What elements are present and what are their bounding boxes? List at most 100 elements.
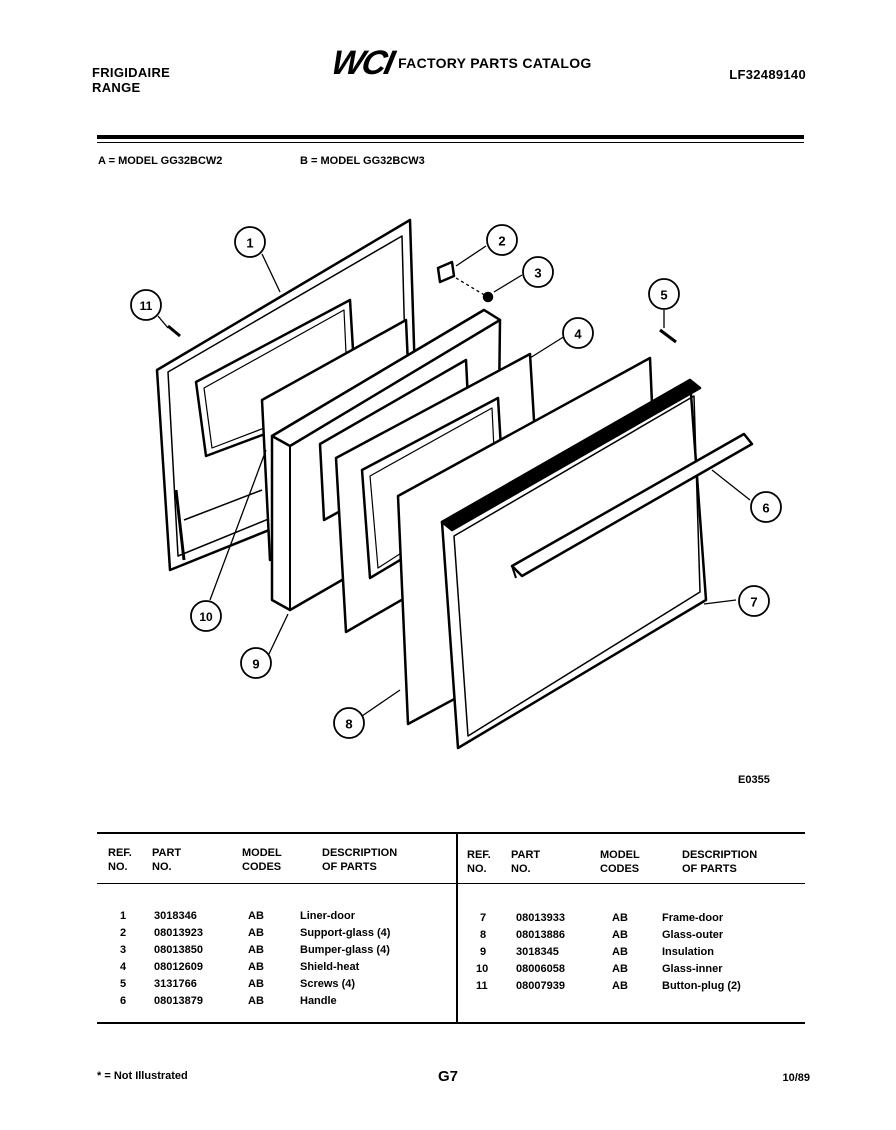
text-cell: Screws (4) [300, 978, 356, 990]
text-cell: AB [248, 978, 264, 990]
callout-6: 6 [750, 491, 782, 523]
text-cell: AB [248, 944, 264, 956]
text-cell: 11 [476, 980, 488, 992]
text-cell: 08013923 [154, 927, 203, 939]
page-number: G7 [438, 1068, 459, 1085]
text-cell: PART [152, 847, 182, 859]
header-part-no-right: PART NO. [511, 848, 540, 876]
callout-11-label: 11 [140, 299, 153, 313]
callout-6-label: 6 [762, 501, 769, 516]
text-cell: Support-glass (4) [300, 927, 391, 939]
text-cell: AB [612, 946, 628, 958]
text-cell: CODES [242, 861, 282, 873]
button-plug-part [167, 324, 181, 338]
text-cell: Shield-heat [300, 961, 360, 973]
text-cell: 3018346 [154, 910, 197, 922]
text-cell: AB [248, 995, 264, 1007]
callout-9-label: 9 [252, 657, 259, 672]
text-cell: MODEL [242, 847, 282, 859]
text-cell: OF PARTS [682, 863, 737, 875]
callout-7: 7 [738, 585, 770, 617]
text-cell: REF. [467, 849, 491, 861]
callout-8: 8 [333, 707, 365, 739]
text-cell: 7 [480, 912, 487, 924]
text-cell: Handle [300, 995, 337, 1007]
table-top-rule [97, 832, 805, 834]
text-cell: 10 [476, 963, 489, 975]
text-cell: Button-plug (2) [662, 980, 741, 992]
text-cell: AB [612, 929, 628, 941]
text-cell: 9 [480, 946, 487, 958]
header-model-codes-left: MODEL CODES [242, 846, 282, 874]
exploded-door-diagram: 1 2 3 4 5 6 7 8 9 10 11 [130, 218, 782, 750]
brand-name: FRIGIDAIRE [92, 65, 171, 80]
callout-9: 9 [240, 647, 272, 679]
callout-1: 1 [234, 226, 266, 258]
callout-10-label: 10 [199, 610, 213, 624]
callout-7-label: 7 [750, 595, 757, 610]
brand-block: FRIGIDAIRE RANGE [92, 65, 170, 95]
callout-2-label: 2 [498, 234, 505, 249]
model-a-label: A = MODEL GG32BCW2 [98, 155, 223, 167]
text-cell: NO. [152, 861, 172, 873]
callout-4: 4 [562, 317, 594, 349]
text-cell: AB [612, 963, 628, 975]
text-cell: AB [612, 912, 628, 924]
text-cell: 08013886 [516, 929, 565, 941]
support-glass-part [436, 260, 456, 284]
text-cell: 1 [120, 910, 127, 922]
catalog-title: FACTORY PARTS CATALOG [398, 55, 592, 71]
text-cell: PART [511, 849, 541, 861]
text-cell: AB [612, 980, 628, 992]
header-rule-thick [97, 135, 804, 139]
bumper-glass-part [482, 291, 494, 303]
callout-11: 11 [130, 289, 162, 321]
text-cell: 3018345 [516, 946, 559, 958]
header-ref-no-left: REF. NO. [108, 846, 132, 874]
callout-4-label: 4 [574, 327, 582, 342]
text-cell: REF. [108, 847, 132, 859]
document-id: LF32489140 [729, 67, 806, 82]
text-cell: 4 [120, 961, 127, 973]
text-cell: 08013879 [154, 995, 203, 1007]
table-bottom-rule [97, 1022, 805, 1024]
callout-5-label: 5 [660, 288, 667, 303]
text-cell: Liner-door [300, 910, 355, 922]
text-cell: 08013933 [516, 912, 565, 924]
header-ref-no-right: REF.NO. [467, 848, 491, 876]
text-cell: 08012609 [154, 961, 203, 973]
text-cell: CODES [600, 863, 640, 875]
screw-part [659, 328, 677, 344]
figure-id: E0355 [738, 774, 770, 786]
table-column-divider [456, 834, 458, 1024]
text-cell: 6 [120, 995, 127, 1007]
text-cell: 08006058 [516, 963, 565, 975]
text-cell: AB [248, 910, 264, 922]
text-cell: NO. [511, 863, 531, 875]
catalog-title-block: WCI FACTORY PARTS CATALOG [328, 44, 592, 82]
text-cell: 3 [120, 944, 127, 956]
text-cell: 8 [480, 929, 487, 941]
text-cell: Frame-door [662, 912, 724, 924]
table-header-rule [97, 883, 805, 884]
callout-1-label: 1 [246, 236, 253, 251]
frame-door-part [440, 378, 708, 750]
header-part-no-left: PART NO. [152, 846, 181, 874]
callout-10: 10 [190, 600, 222, 632]
text-cell: 08007939 [516, 980, 565, 992]
text-cell: NO. [108, 861, 128, 873]
header-model-codes-right: MODEL CODES [600, 848, 640, 876]
text-cell: 3131766 [154, 978, 197, 990]
model-b-label: B = MODEL GG32BCW3 [300, 155, 425, 167]
text-cell: MODEL [600, 849, 640, 861]
callout-5: 5 [648, 278, 680, 310]
callout-3: 3 [522, 256, 554, 288]
callout-2: 2 [486, 224, 518, 256]
text-cell: Glass-inner [662, 963, 723, 975]
text-cell: AB [248, 927, 264, 939]
revision-date: 10/89 [782, 1072, 810, 1084]
header-rule-thin [97, 142, 804, 143]
